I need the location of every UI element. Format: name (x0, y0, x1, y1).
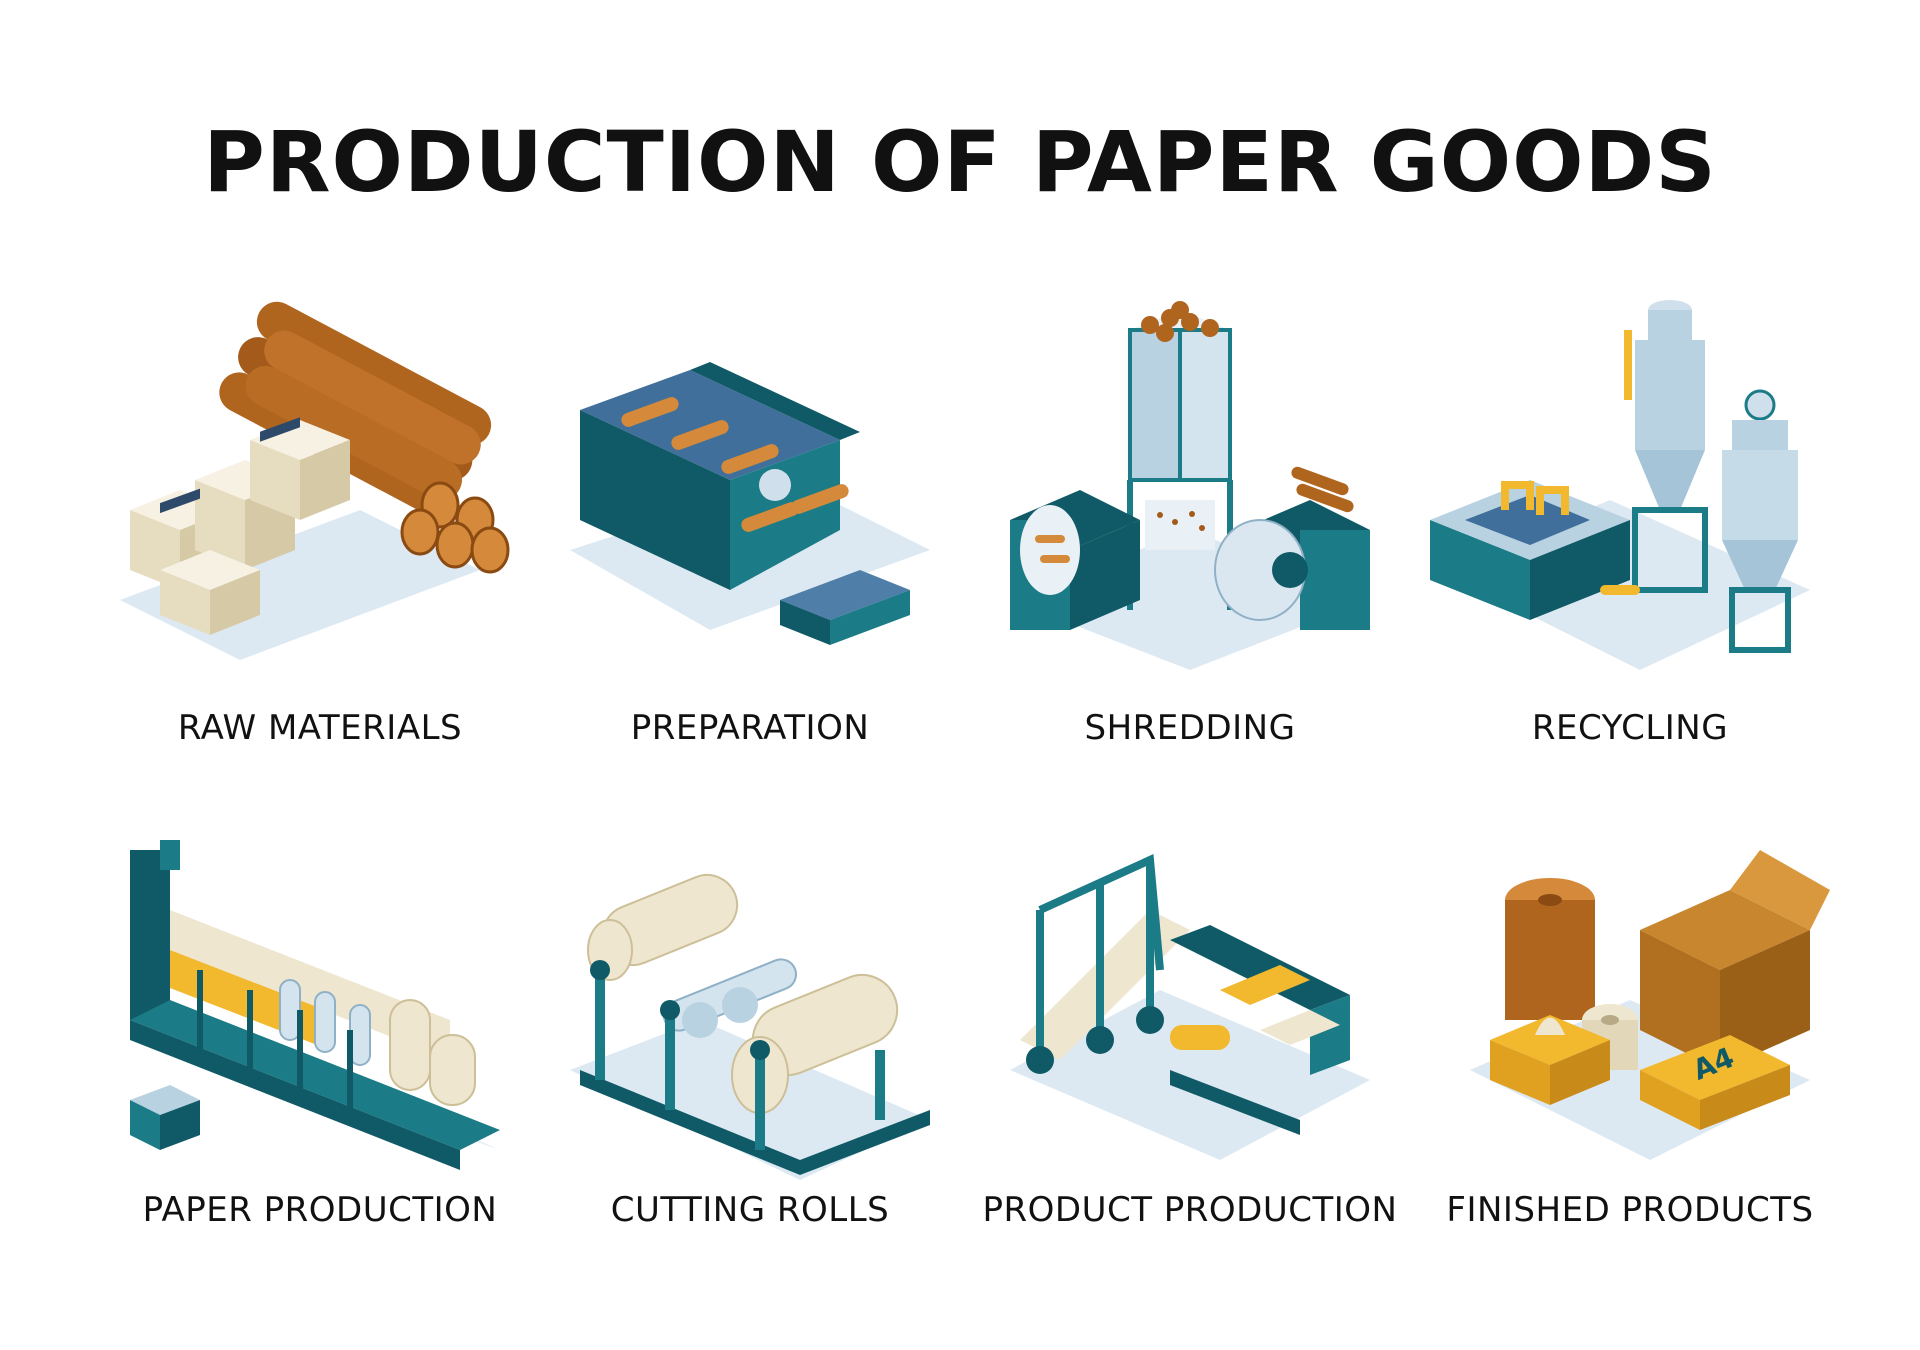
debarking-machine-icon (570, 362, 930, 645)
page-title: PRODUCTION OF PAPER GOODS (203, 113, 1717, 211)
pulp-tanks-icon (1430, 300, 1810, 670)
step-label: FINISHED PRODUCTS (1446, 1190, 1814, 1230)
logs-and-paper-stacks-icon (120, 301, 510, 660)
step-label: RECYCLING (1531, 708, 1729, 748)
step-label: RAW MATERIALS (177, 708, 463, 748)
step-label: SHREDDING (1084, 708, 1296, 748)
converting-line-icon (1010, 854, 1370, 1160)
paper-goods-icon: A4 (1470, 850, 1830, 1160)
step-label: PRODUCT PRODUCTION (982, 1190, 1398, 1230)
step-label: PAPER PRODUCTION (142, 1190, 498, 1230)
step-label: CUTTING ROLLS (610, 1190, 890, 1230)
paper-machine-icon (130, 840, 500, 1170)
wood-chipper-icon (1010, 301, 1370, 670)
step-label: PREPARATION (630, 708, 870, 748)
roll-cutter-icon (570, 874, 930, 1180)
